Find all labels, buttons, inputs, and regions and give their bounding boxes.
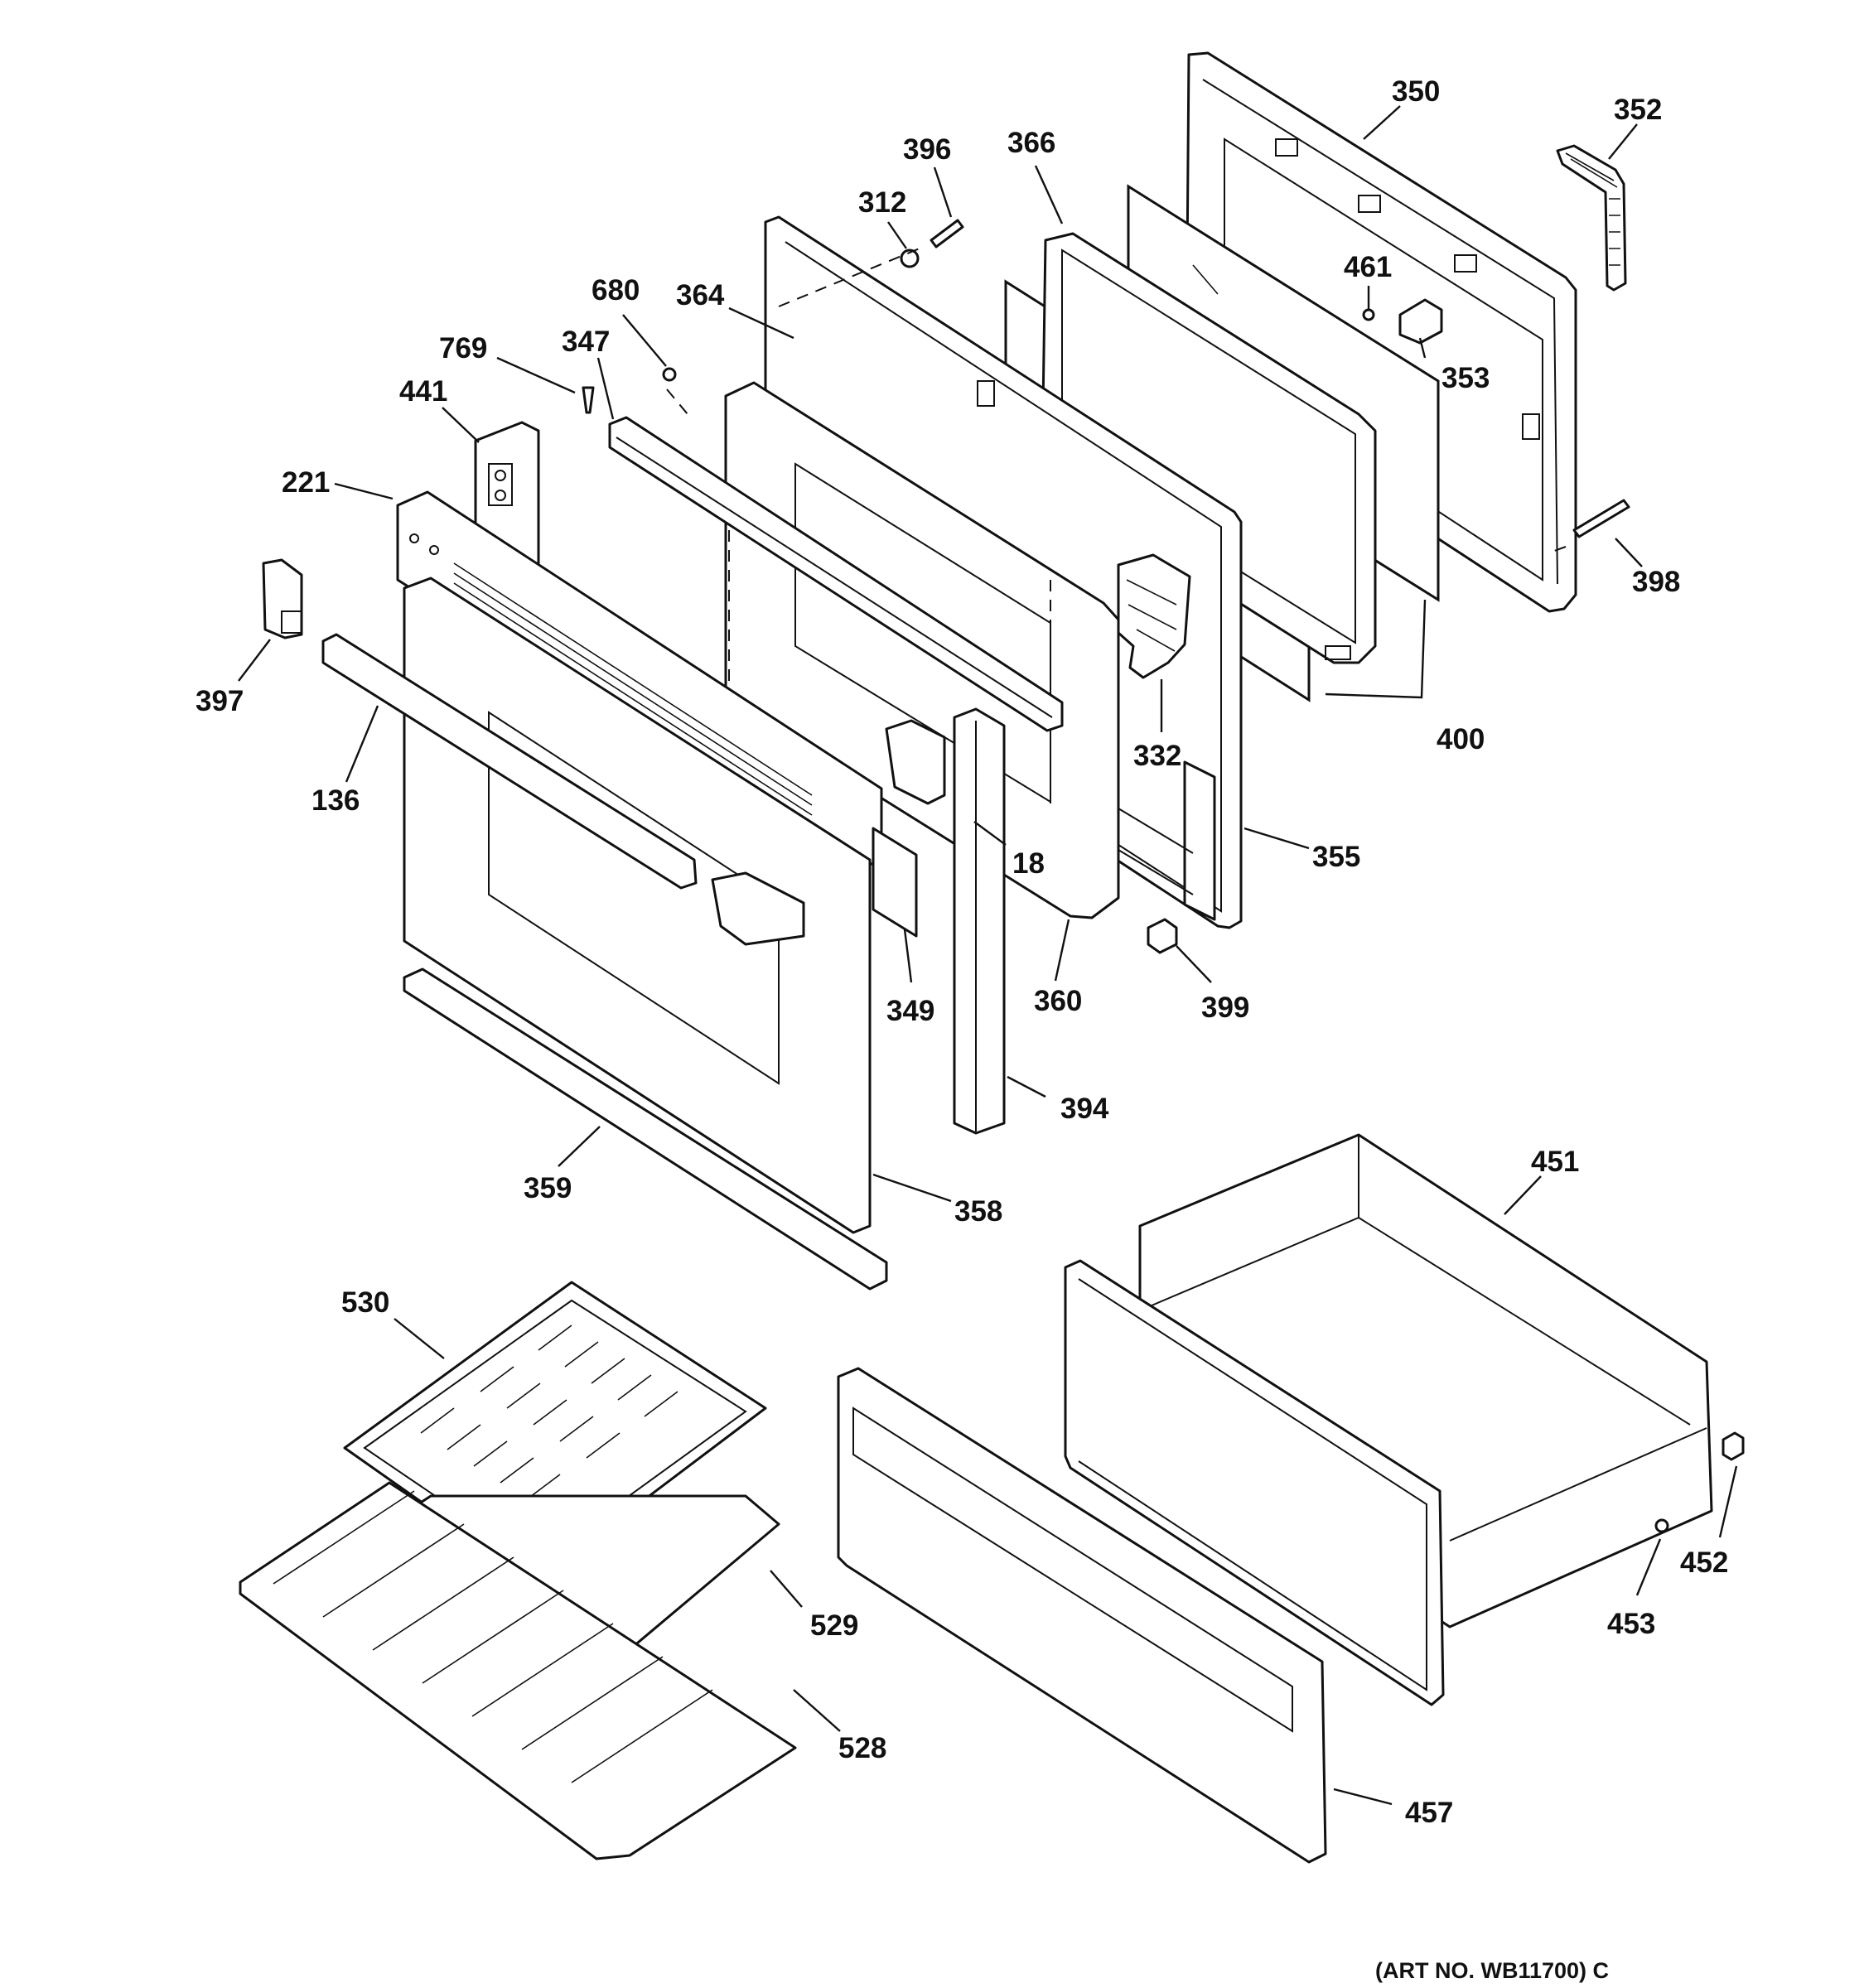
label-452: 452 bbox=[1680, 1546, 1728, 1579]
label-350: 350 bbox=[1392, 75, 1440, 108]
part-312-nut bbox=[900, 248, 920, 268]
label-397: 397 bbox=[196, 685, 244, 717]
part-528-oven-rack bbox=[239, 1481, 797, 1860]
label-136: 136 bbox=[311, 784, 360, 817]
label-349: 349 bbox=[886, 995, 934, 1027]
part-397-latch bbox=[262, 558, 303, 639]
label-332: 332 bbox=[1133, 740, 1181, 772]
label-398: 398 bbox=[1632, 566, 1680, 598]
part-353-clip bbox=[1398, 298, 1443, 345]
label-347: 347 bbox=[562, 326, 610, 358]
part-396-screw bbox=[930, 219, 964, 248]
label-453: 453 bbox=[1607, 1608, 1655, 1640]
part-358-outer-door-panel bbox=[403, 577, 872, 1234]
label-396: 396 bbox=[903, 133, 951, 166]
label-358: 358 bbox=[954, 1195, 1002, 1228]
part-349-label bbox=[872, 827, 918, 938]
art-number: (ART NO. WB11700) C bbox=[1375, 1958, 1609, 1983]
part-398-screw bbox=[1572, 499, 1630, 538]
label-360: 360 bbox=[1034, 985, 1082, 1017]
label-400: 400 bbox=[1437, 723, 1485, 755]
label-394: 394 bbox=[1060, 1093, 1109, 1125]
part-347-channel bbox=[608, 416, 1064, 732]
part-453-screw bbox=[1654, 1518, 1669, 1533]
part-hinge-plate bbox=[885, 719, 946, 805]
label-353: 353 bbox=[1441, 362, 1490, 394]
label-769: 769 bbox=[439, 332, 487, 364]
label-364: 364 bbox=[676, 279, 725, 311]
label-451: 451 bbox=[1531, 1146, 1579, 1178]
label-352: 352 bbox=[1614, 94, 1662, 126]
label-399: 399 bbox=[1201, 992, 1249, 1024]
label-528: 528 bbox=[838, 1732, 886, 1764]
part-394-side-trim bbox=[953, 707, 1006, 1135]
label-441: 441 bbox=[399, 375, 447, 408]
leader-lines bbox=[238, 105, 1738, 1806]
part-769-screw bbox=[582, 386, 595, 414]
label-312: 312 bbox=[858, 186, 906, 219]
part-332-insulation bbox=[1117, 553, 1191, 679]
part-399-bumper bbox=[1147, 918, 1178, 954]
label-355: 355 bbox=[1312, 841, 1360, 873]
part-680-screw bbox=[662, 367, 677, 382]
callout-labels: 350 352 396 366 312 461 680 364 353 769 … bbox=[196, 75, 1728, 1829]
label-680: 680 bbox=[592, 274, 640, 306]
part-drawer-inner-panel bbox=[1064, 1259, 1445, 1706]
label-457: 457 bbox=[1405, 1797, 1453, 1829]
label-359: 359 bbox=[524, 1172, 572, 1204]
part-457-drawer-front bbox=[837, 1367, 1327, 1864]
label-530: 530 bbox=[341, 1286, 389, 1319]
label-221: 221 bbox=[282, 466, 330, 499]
label-529: 529 bbox=[810, 1609, 858, 1642]
part-461-screw bbox=[1362, 308, 1375, 321]
part-359-bottom-trim bbox=[403, 967, 888, 1291]
label-18: 18 bbox=[1012, 847, 1045, 880]
label-366: 366 bbox=[1007, 127, 1055, 159]
label-461: 461 bbox=[1344, 251, 1392, 283]
part-352-gasket bbox=[1556, 144, 1627, 292]
part-136-handle bbox=[321, 633, 805, 946]
part-452-stop bbox=[1722, 1431, 1745, 1461]
